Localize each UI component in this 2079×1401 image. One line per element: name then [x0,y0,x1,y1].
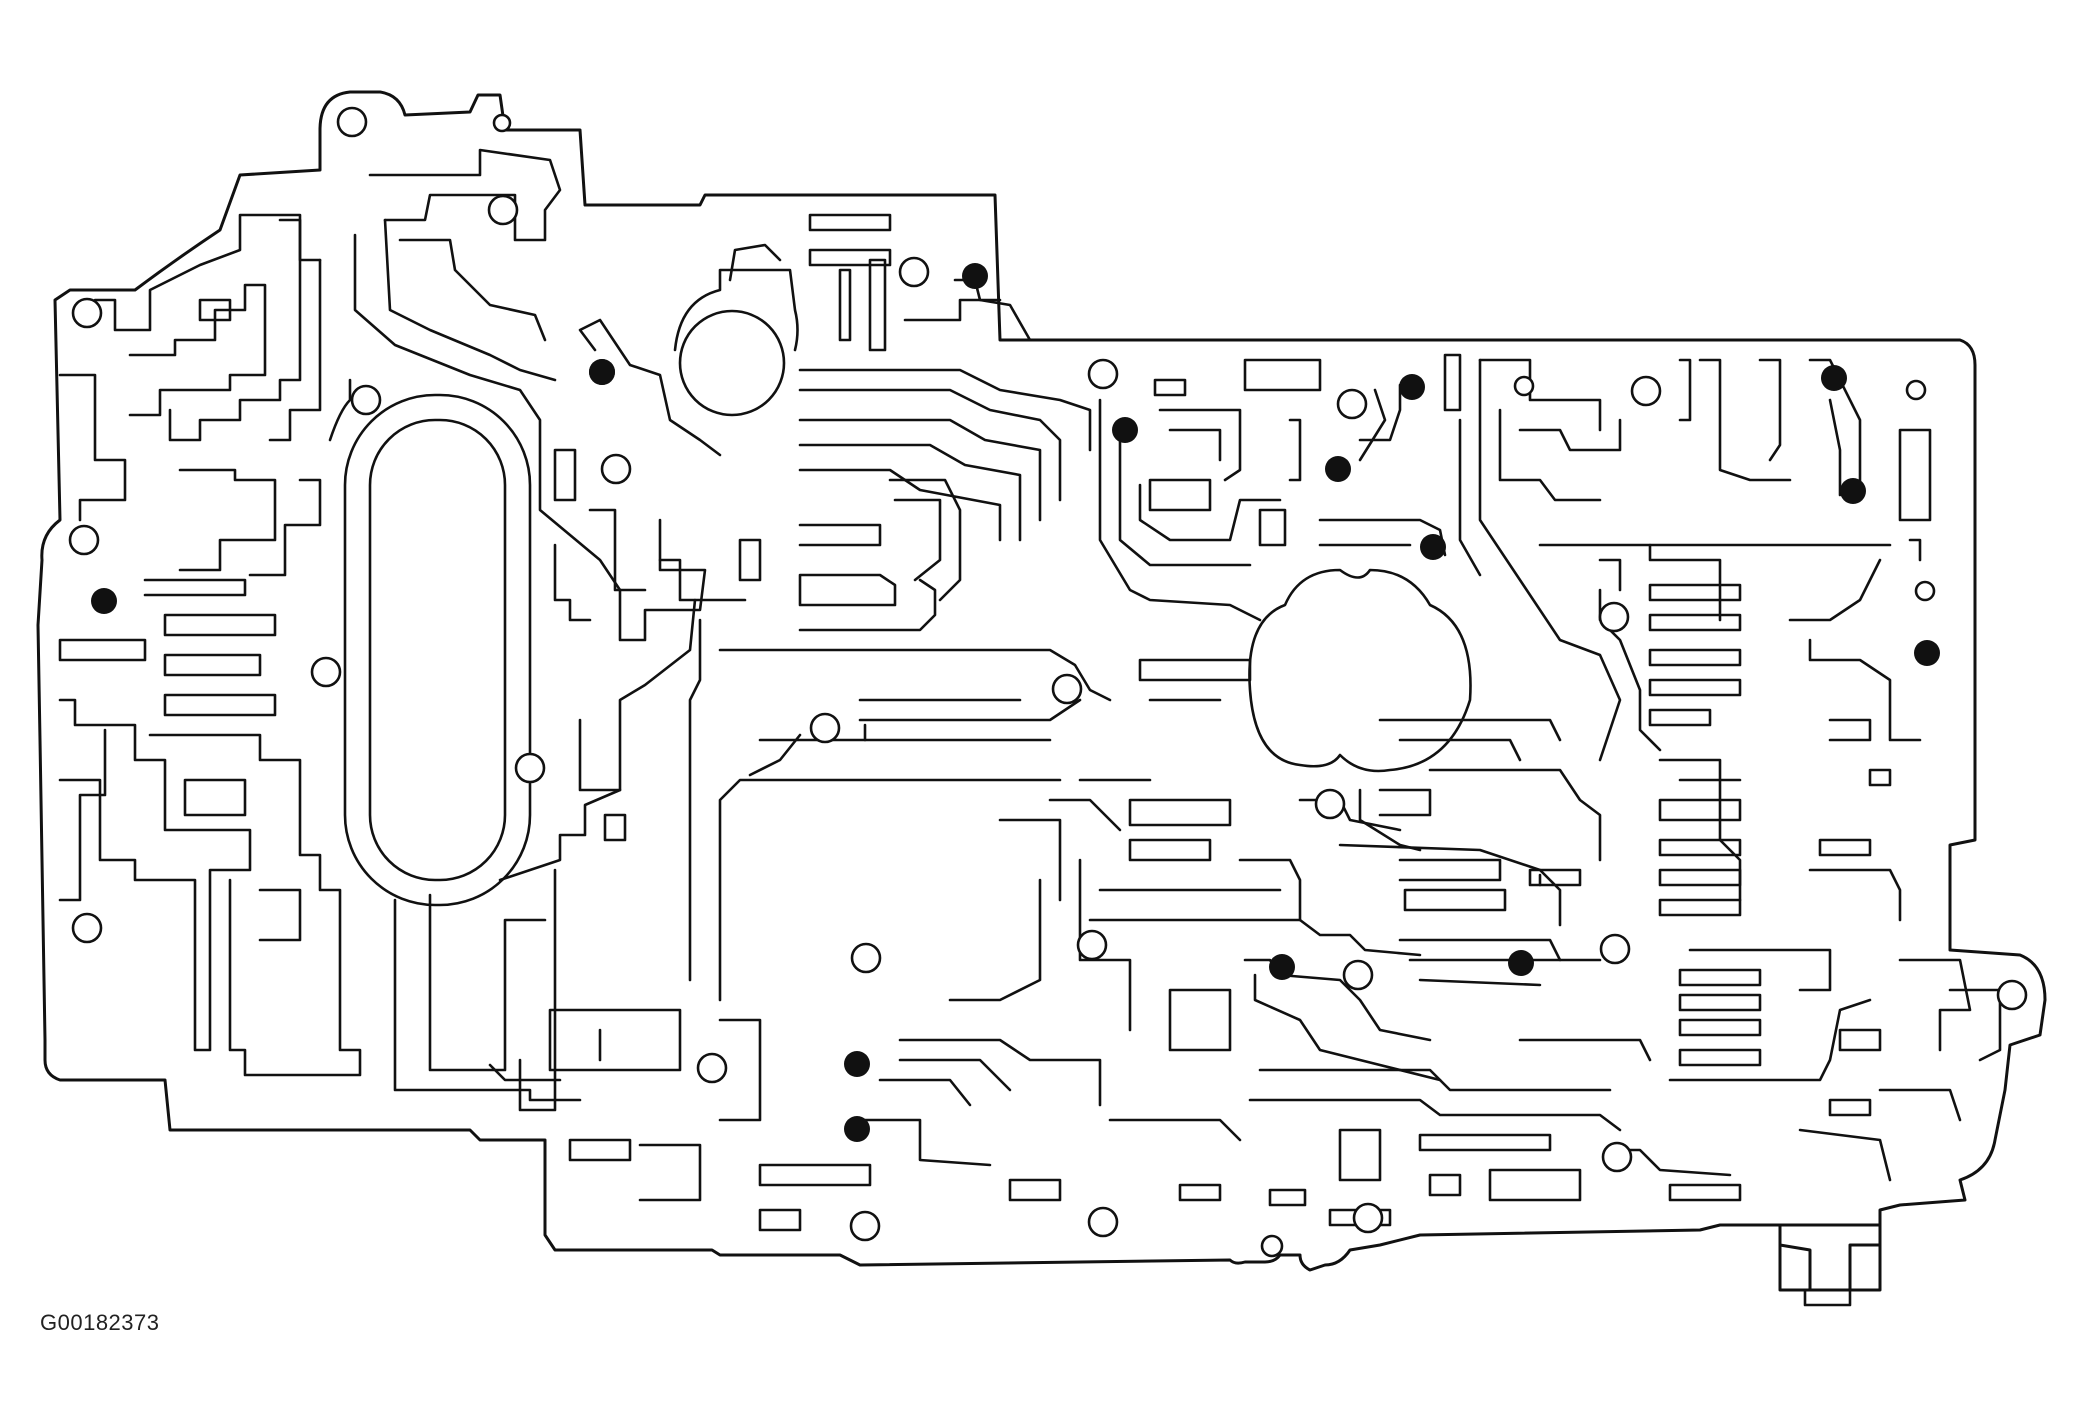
check-ball [1112,417,1138,443]
bolt-hole [850,942,882,974]
bolt-hole [809,712,841,744]
bolt-hole [1352,1202,1384,1234]
figure-code: G00182373 [40,1310,160,1335]
bolt-hole [71,912,103,944]
bolt-hole [849,1210,881,1242]
check-ball [1821,365,1847,391]
lower-channels [548,1008,1742,1232]
bolt-hole [1599,933,1631,965]
bolt-hole [1342,959,1374,991]
bolt-hole [492,113,512,133]
right-channels [1478,358,2002,1182]
bottom-tab-inner [1803,1288,1852,1307]
middle-channels [948,353,1622,1082]
bolt-hole [1601,1141,1633,1173]
check-ball [962,263,988,289]
check-balls [91,263,1940,1142]
check-ball [91,588,117,614]
check-ball [844,1051,870,1077]
center-spade-cavity [1248,568,1472,773]
bolt-hole [68,524,100,556]
check-ball [1269,954,1295,980]
bolt-hole [1905,379,1927,401]
check-ball [1508,950,1534,976]
bottom-tab [1778,1223,1882,1292]
check-ball [844,1116,870,1142]
bolt-hole [71,297,103,329]
bolt-hole [1630,375,1662,407]
bolt-hole [1087,358,1119,390]
bolt-hole [1051,673,1083,705]
top-round-channel [673,268,799,352]
bolt-hole [1087,1206,1119,1238]
bolt-hole [1996,979,2028,1011]
bolt-hole [487,194,519,226]
bolt-hole [696,1052,728,1084]
left-oval-cavity [368,418,507,882]
bolt-hole [350,384,382,416]
bolt-holes [68,106,2028,1258]
check-ball [1840,478,1866,504]
upper-center-channels [578,213,1112,1002]
check-ball [1325,456,1351,482]
left-oval-ring [343,393,532,907]
bolt-hole [1076,929,1108,961]
check-ball [1914,640,1940,666]
check-ball [1399,374,1425,400]
check-ball [1420,534,1446,560]
bolt-hole [336,106,368,138]
bolt-hole [898,256,930,288]
plate-outline [36,90,2047,1292]
check-ball [589,359,615,385]
bolt-hole [1314,788,1346,820]
bolt-hole [514,752,546,784]
bolt-hole [310,656,342,688]
bolt-hole [1260,1234,1284,1258]
bolt-hole [1914,580,1936,602]
bolt-hole [600,453,632,485]
left-channels [58,148,707,1112]
bolt-hole [1513,375,1535,397]
top-round-cavity [678,309,786,417]
bolt-hole [1598,601,1630,633]
bolt-hole [1336,388,1368,420]
